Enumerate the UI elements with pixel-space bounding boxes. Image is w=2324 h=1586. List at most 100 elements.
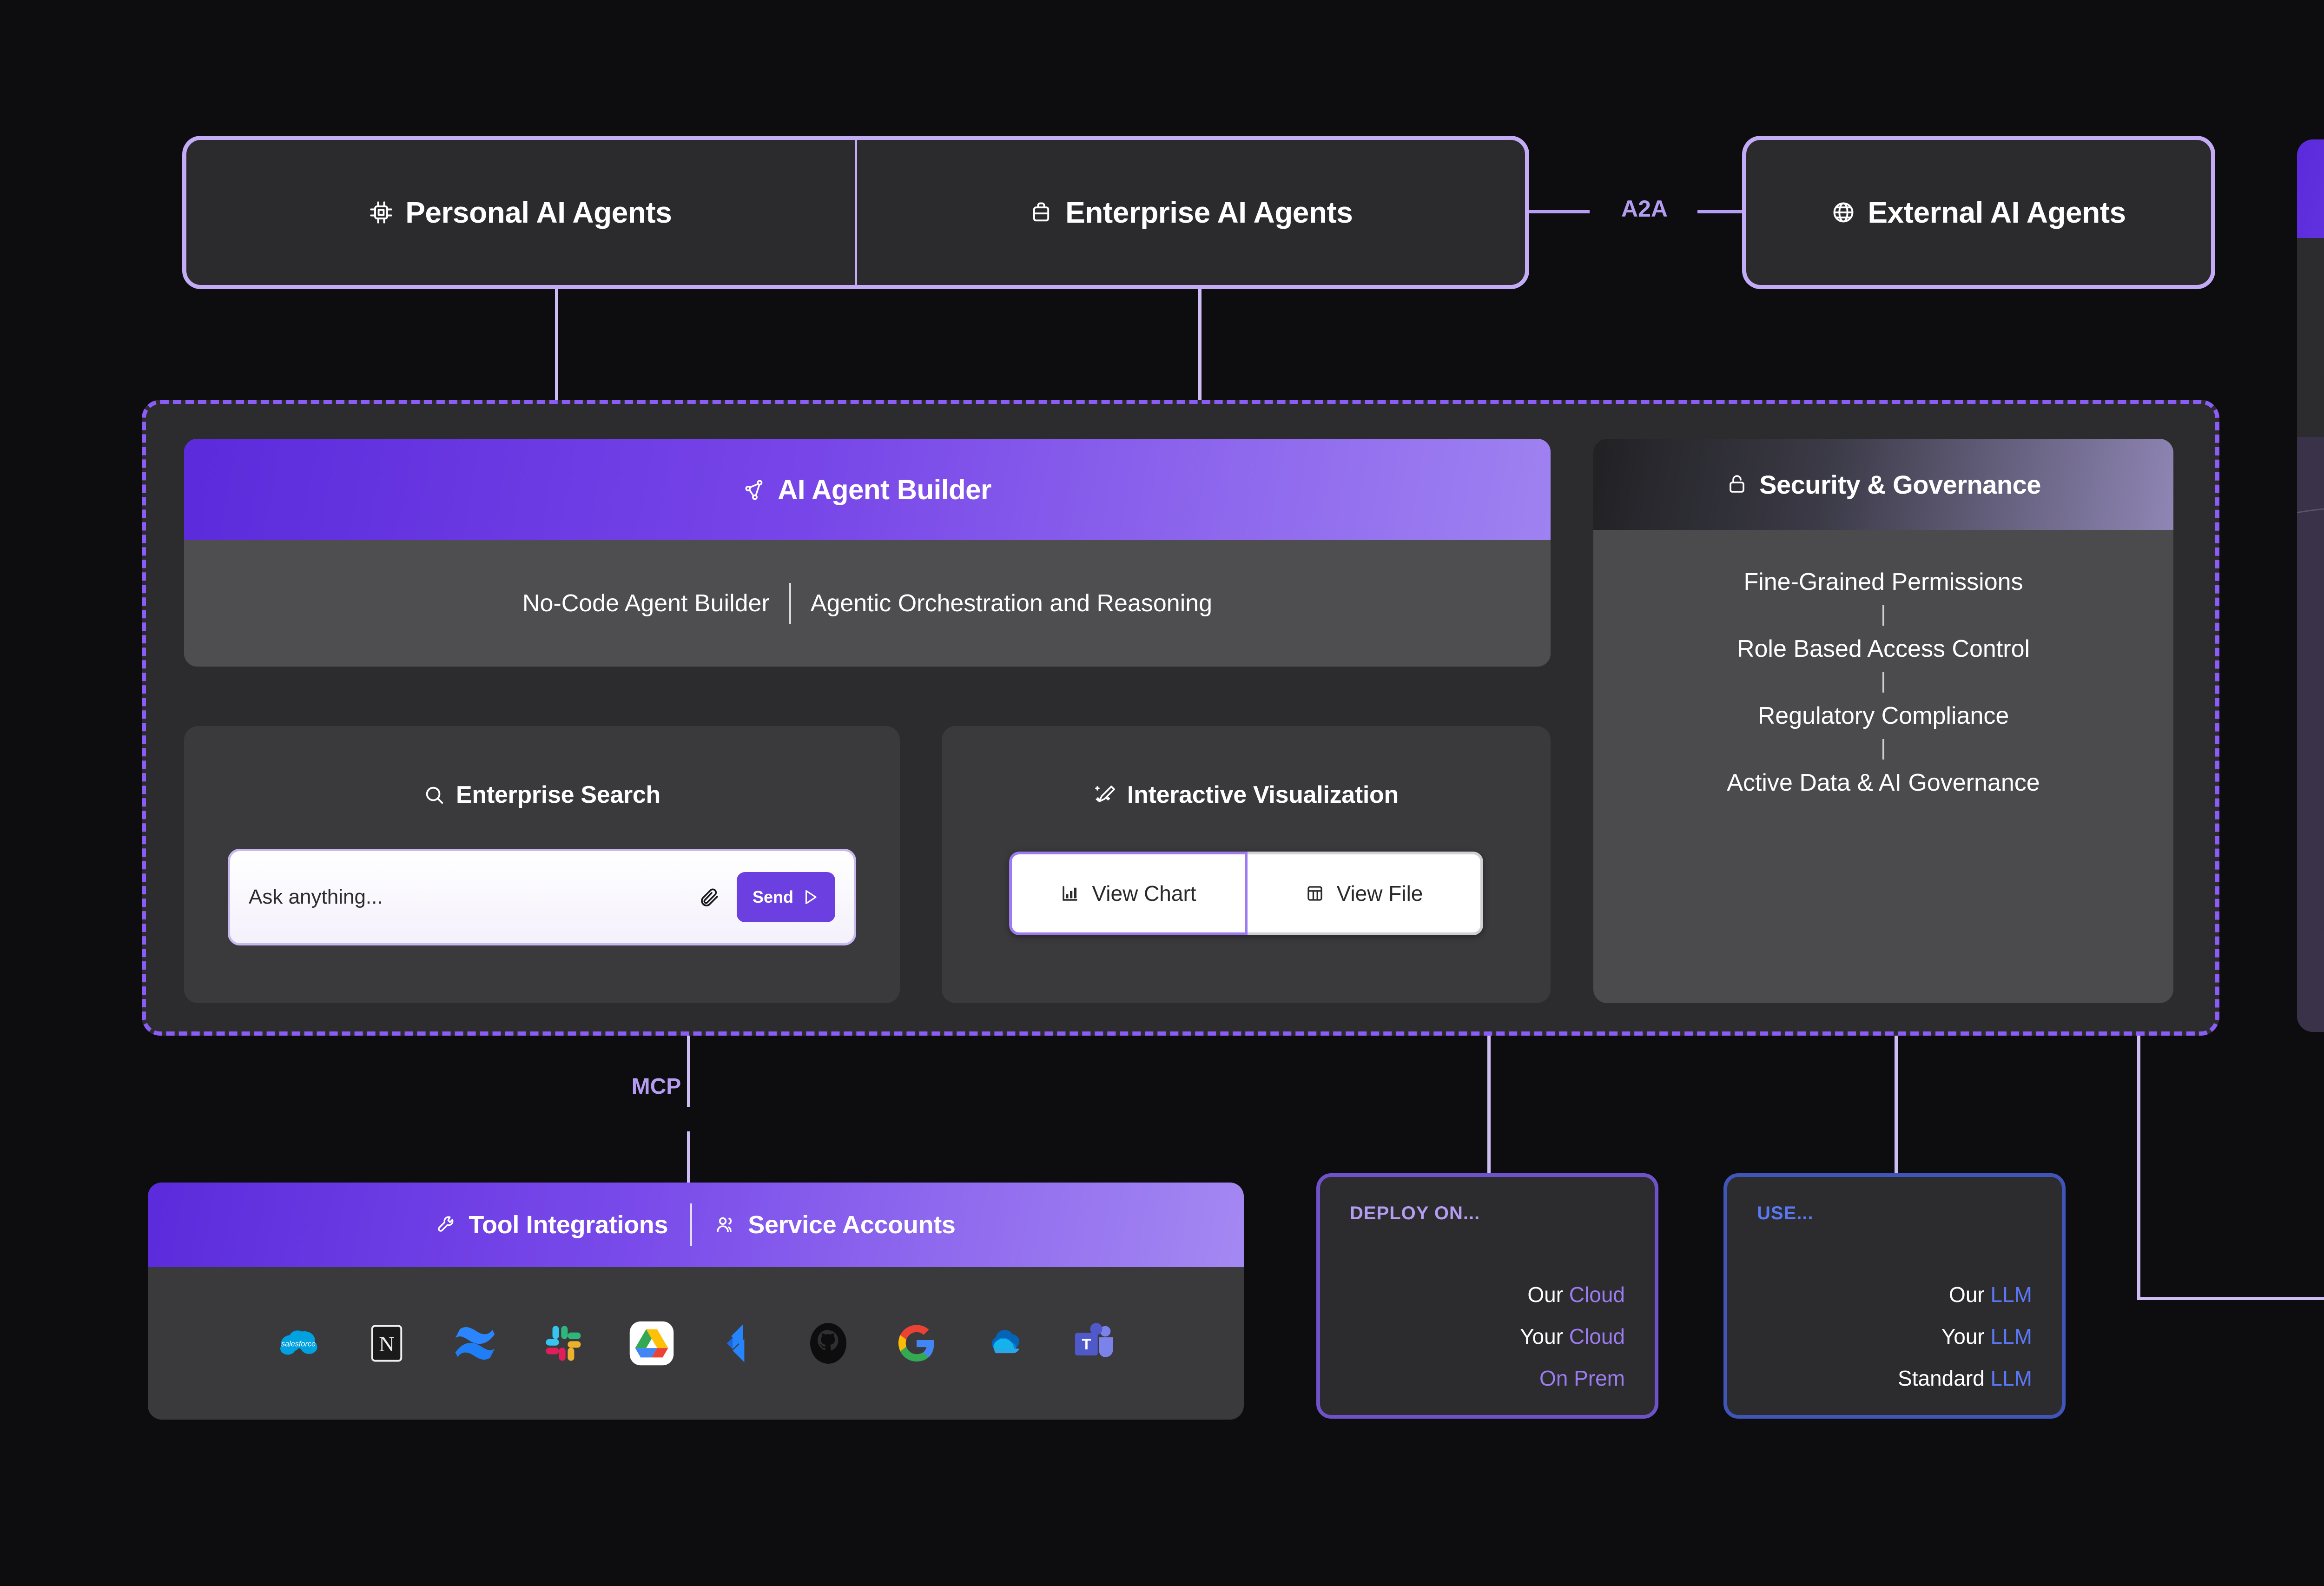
use-option[interactable]: Standard LLM: [1757, 1368, 2032, 1389]
lock-icon: [1726, 473, 1748, 496]
agent-personal[interactable]: Personal AI Agents: [186, 140, 855, 285]
globe-icon: [1831, 200, 1855, 225]
cpu-chip-icon: [369, 200, 393, 225]
connector-mcp-to-tools: [687, 1131, 690, 1183]
view-file-label: View File: [1336, 881, 1423, 905]
slack-logo: [537, 1317, 589, 1369]
send-button[interactable]: Send: [736, 872, 835, 922]
use-option[interactable]: Our LLM: [1757, 1284, 2032, 1305]
security-governance-title: Security & Governance: [1759, 469, 2041, 499]
view-chart-label: View Chart: [1092, 881, 1196, 905]
agent-external[interactable]: External AI Agents: [1742, 136, 2215, 289]
microsoft-teams-logo: T: [1067, 1317, 1119, 1369]
use-options: Our LLM Your LLM Standard LLM: [1757, 1284, 2032, 1389]
security-governance-card: Security & Governance Fine-Grained Permi…: [1593, 439, 2173, 1003]
enterprise-search-input[interactable]: Ask anything... Send: [228, 849, 856, 945]
enterprise-search-card: Enterprise Search Ask anything... Send: [184, 726, 900, 1003]
connector-personal-to-platform: [555, 287, 558, 403]
ai-agent-builder-features: No-Code Agent Builder Agentic Orchestrat…: [184, 540, 1551, 667]
tool-integrations-card: Tool Integrations Service Accounts sales…: [148, 1183, 1244, 1420]
use-option-prefix: Standard: [1898, 1366, 1991, 1390]
google-logo: [891, 1317, 943, 1369]
bar-chart-icon: [1060, 884, 1080, 903]
security-item-separator: [1882, 739, 1884, 760]
briefcase-icon: [1029, 200, 1053, 225]
deploy-option[interactable]: On Prem: [1350, 1368, 1625, 1389]
tool-integrations-segment[interactable]: Tool Integrations: [414, 1210, 690, 1239]
feature-no-code-builder: No-Code Agent Builder: [522, 590, 770, 617]
deploy-option-highlight: Cloud: [1569, 1324, 1625, 1348]
onedrive-logo: [979, 1317, 1031, 1369]
mcp-label: MCP: [631, 1074, 681, 1099]
security-item: Fine-Grained Permissions: [1743, 568, 2023, 595]
connector-platform-to-use: [1895, 1035, 1898, 1174]
security-governance-header: Security & Governance: [1593, 439, 2173, 530]
use-option[interactable]: Your LLM: [1757, 1326, 2032, 1347]
connector-platform-to-deploy: [1487, 1035, 1491, 1174]
interactive-visualization-card: Interactive Visualization View Chart: [942, 726, 1551, 1003]
connector-enterprise-to-a2a: [1529, 210, 1590, 213]
security-item: Role Based Access Control: [1736, 635, 2030, 662]
agent-enterprise[interactable]: Enterprise AI Agents: [854, 140, 1525, 285]
use-option-highlight: LLM: [1990, 1282, 2032, 1307]
deploy-on-options: Our Cloud Your Cloud On Prem: [1350, 1284, 1625, 1389]
view-chart-button[interactable]: View Chart: [1009, 852, 1248, 935]
agent-personal-label: Personal AI Agents: [405, 196, 672, 229]
desktop-panel-backdrop: [2297, 437, 2324, 1032]
agent-external-label: External AI Agents: [1868, 196, 2126, 229]
deploy-option-highlight: Cloud: [1569, 1282, 1625, 1307]
decorative-arc: [2297, 507, 2324, 1032]
deploy-option-highlight: On Prem: [1539, 1366, 1625, 1390]
deploy-option[interactable]: Your Cloud: [1350, 1326, 1625, 1347]
tool-integrations-header: Tool Integrations Service Accounts: [148, 1183, 1244, 1267]
table-icon: [1305, 884, 1325, 903]
ai-agent-builder-title: AI Agent Builder: [778, 474, 991, 505]
send-triangle-icon: [802, 888, 819, 906]
salesforce-logo: salesforce: [272, 1317, 324, 1369]
paperclip-icon[interactable]: [699, 886, 721, 908]
deploy-option-prefix: Our: [1527, 1282, 1569, 1307]
security-item: Regulatory Compliance: [1757, 702, 2009, 729]
use-llm-panel: USE... Our LLM Your LLM Standard LLM: [1723, 1173, 2066, 1419]
connector-platform-to-mcp-top: [687, 1035, 690, 1107]
enterprise-search-title: Enterprise Search: [456, 781, 660, 808]
magic-wand-icon: [1094, 784, 1116, 806]
deploy-option-prefix: Your: [1520, 1324, 1569, 1348]
use-heading: USE...: [1757, 1203, 1814, 1223]
integration-logos: salesforce N: [148, 1267, 1244, 1420]
service-accounts-segment[interactable]: Service Accounts: [692, 1210, 977, 1239]
send-button-label: Send: [752, 887, 793, 906]
google-drive-logo: [626, 1317, 678, 1369]
connector-platform-to-sources-vertical: [2137, 1035, 2140, 1300]
tool-integrations-label: Tool Integrations: [469, 1211, 668, 1239]
agent-enterprise-label: Enterprise AI Agents: [1065, 196, 1353, 229]
use-option-prefix: Our: [1949, 1282, 1991, 1307]
enterprise-search-placeholder: Ask anything...: [249, 886, 383, 908]
desktop-assistant-header: Desktop AI Assistant: [2297, 139, 2324, 238]
view-file-button[interactable]: View File: [1248, 852, 1483, 935]
visualization-toggle-group: View Chart View File: [1009, 852, 1483, 935]
interactive-visualization-header: Interactive Visualization: [942, 781, 1551, 809]
users-icon: [714, 1214, 737, 1236]
svg-text:salesforce: salesforce: [281, 1340, 316, 1348]
agents-bar: Personal AI Agents Enterprise AI Agents: [182, 136, 1529, 289]
security-item-separator: [1882, 672, 1884, 693]
service-accounts-label: Service Accounts: [748, 1211, 956, 1239]
confluence-logo: [449, 1317, 501, 1369]
workflow-node-icon: [743, 478, 766, 501]
deploy-on-panel: DEPLOY ON... Our Cloud Your Cloud On Pre…: [1316, 1173, 1658, 1419]
deploy-option[interactable]: Our Cloud: [1350, 1284, 1625, 1305]
svg-text:T: T: [1082, 1336, 1091, 1353]
feature-divider: [789, 583, 791, 624]
jira-logo: [714, 1317, 766, 1369]
use-option-prefix: Your: [1941, 1324, 1991, 1348]
enterprise-search-header: Enterprise Search: [184, 781, 900, 809]
use-option-highlight: LLM: [1990, 1366, 2032, 1390]
connector-platform-to-sources-horizontal: [2137, 1297, 2324, 1300]
github-logo: [802, 1317, 854, 1369]
svg-text:N: N: [379, 1332, 395, 1356]
use-option-highlight: LLM: [1990, 1324, 2032, 1348]
desktop-ai-assistant-panel: Desktop AI Assistant Kenome Search: [2297, 139, 2324, 1032]
feature-agentic-orchestration: Agentic Orchestration and Reasoning: [810, 590, 1213, 617]
